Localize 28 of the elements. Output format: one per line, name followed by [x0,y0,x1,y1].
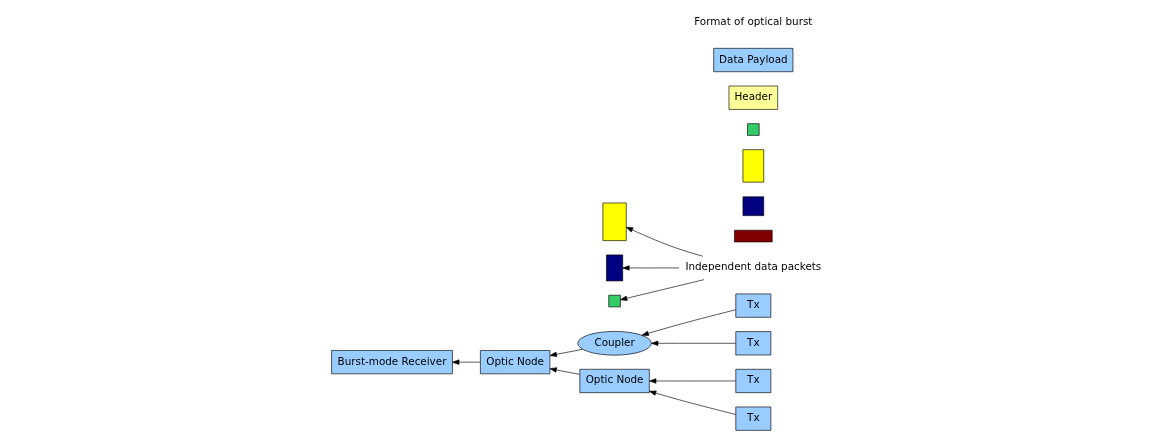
node-box: Tx [734,293,771,318]
node-box [746,123,759,136]
arrow [650,340,736,346]
node-box: Optic Node [479,350,550,375]
node-box: Optic Node [579,368,650,393]
node-box: Tx [734,406,771,431]
node-box [733,229,772,243]
arrow [625,226,703,257]
node-box: Data Payload [712,48,793,73]
node-box [742,196,764,216]
node-box [607,294,621,308]
arrow [641,309,736,336]
node-text: Independent data packets [684,260,821,273]
node-box [605,254,623,282]
node-box [602,202,627,241]
node-box [742,149,764,183]
arrow [549,349,583,357]
arrow [648,378,736,384]
arrow [619,279,704,301]
node-box: Tx [734,368,771,393]
arrow [451,359,481,365]
label: Format of optical burst [693,14,812,27]
node-box: Header [728,85,778,110]
node-box: Tx [734,331,771,356]
arrow [648,390,736,415]
arrow [549,367,580,375]
node-box: Burst-mode Receiver [330,350,453,375]
arrow [621,265,679,271]
